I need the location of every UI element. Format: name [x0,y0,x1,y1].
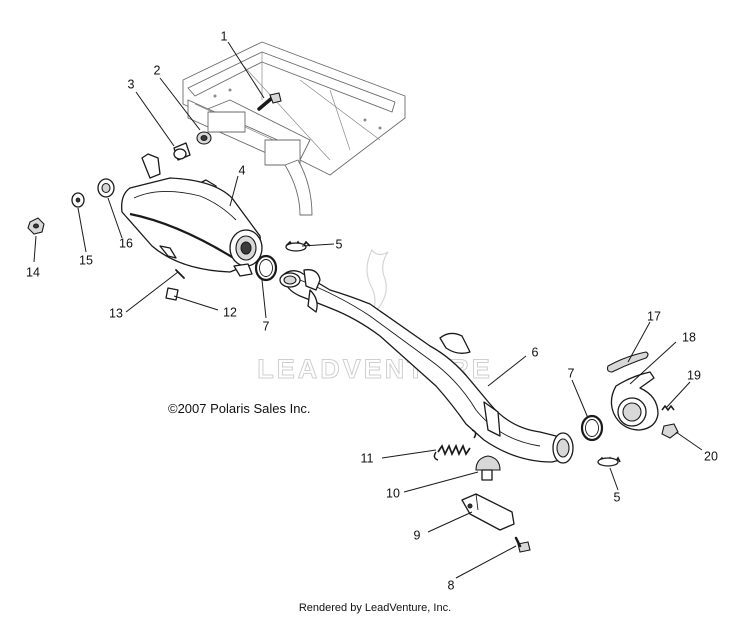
callout-11: 11 [361,451,374,465]
washer-part-16 [97,178,115,198]
callout-15: 15 [79,253,93,267]
callout-2: 2 [154,63,161,77]
exhaust-port-part-18 [610,371,659,431]
spring-part-5-upper [285,240,311,252]
leader-lines [33,41,703,579]
callout-13: 13 [109,306,123,320]
callout-14: 14 [26,265,40,279]
callout-4: 4 [239,163,246,177]
callout-12: 12 [223,305,237,319]
nut-part-20 [661,423,679,439]
nut-part-14 [27,217,45,235]
footer-text: Rendered by LeadVenture, Inc. [299,602,451,614]
gasket-part-7-upper [254,254,278,282]
spring-part-5-lower [597,456,621,467]
callout-10: 10 [386,486,400,500]
clip-part-12 [165,287,179,301]
callout-20: 20 [704,449,718,463]
bumper-part-10 [475,455,501,481]
bolt-part-1 [257,92,282,111]
bracket-part-9 [461,493,515,531]
head-pipe-part-6 [279,269,574,464]
callout-16: 16 [119,236,133,250]
callout-9: 9 [414,528,421,542]
callout-19: 19 [687,368,701,382]
callout-5-lower: 5 [614,490,621,504]
copyright-text: ©2007 Polaris Sales Inc. [168,401,311,416]
callout-18: 18 [682,330,696,344]
callout-1: 1 [221,29,228,43]
muffler-part-4 [121,153,263,277]
callout-6: 6 [532,345,539,359]
gasket-part-17 [606,351,649,373]
callout-7-lower: 7 [568,366,575,380]
vehicle-frame [182,41,406,216]
callout-labels: 1 2 3 4 5 6 7 7 5 8 9 10 11 12 13 14 15 … [26,29,718,592]
callout-8: 8 [448,578,455,592]
grommet-part-2 [196,131,212,145]
bolt-part-8 [514,536,531,553]
pin-part-19 [661,404,675,412]
washer-part-15 [71,192,85,208]
spacer-part-3 [173,142,191,161]
callout-5-upper: 5 [336,237,343,251]
spring-part-11 [433,429,477,461]
screw-part-13 [175,269,185,279]
callout-7-upper: 7 [263,319,270,333]
callout-17: 17 [647,309,661,323]
gasket-part-7-lower [580,414,604,442]
callout-3: 3 [128,77,135,91]
